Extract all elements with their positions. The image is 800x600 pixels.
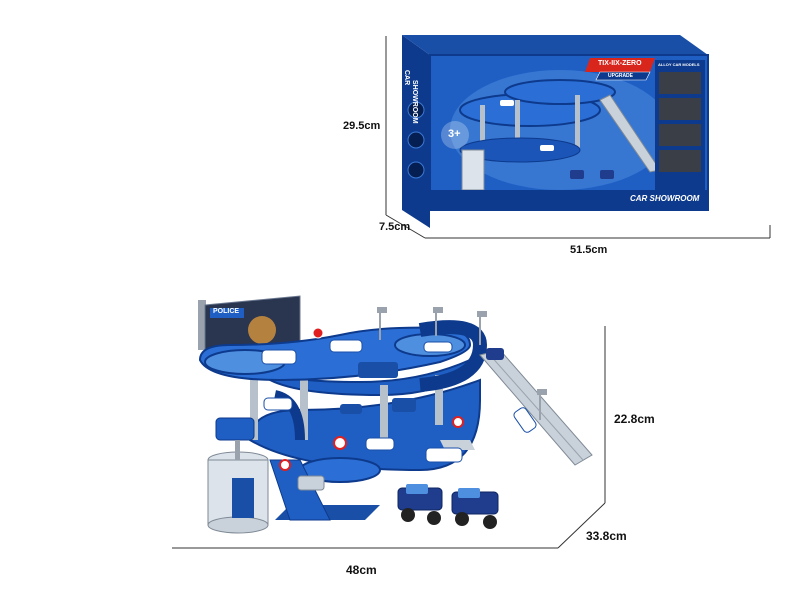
- playset-height-label: 22.8cm: [614, 412, 655, 426]
- playset-width-label: 48cm: [346, 563, 377, 577]
- box-model-strip: [655, 60, 705, 190]
- box-model-label: ALLOY CAR MODELS: [658, 62, 700, 67]
- box-side-line2: SHOWROOM: [411, 80, 418, 124]
- toy-jeep-left: [397, 484, 443, 525]
- box-garage-art: [459, 79, 661, 191]
- box-logo: [585, 58, 655, 81]
- box-side-line1: CAR: [403, 70, 410, 86]
- police-sign-label: POLICE: [213, 308, 240, 315]
- lamp-posts: [377, 307, 547, 420]
- police-sign-board: [198, 295, 301, 351]
- spiral-ramp: [418, 320, 488, 392]
- box-width-label: 51.5cm: [570, 244, 608, 256]
- box-top: [402, 35, 708, 55]
- box-age-label: 3+: [448, 128, 461, 140]
- elevator-tower: [207, 417, 269, 534]
- playset-depth-label: 33.8cm: [586, 529, 627, 543]
- box-dimension-lines: [385, 36, 771, 239]
- traffic-signs: [279, 327, 464, 471]
- box-edition-label: UPGRADE: [608, 73, 634, 79]
- box-height-label: 29.5cm: [343, 120, 381, 132]
- box-depth-label: 7.5cm: [379, 221, 411, 233]
- playset-dimension-lines: [172, 326, 606, 549]
- box-bottom-band: [430, 190, 708, 210]
- toy-cars: [261, 339, 537, 491]
- age-badge: [441, 121, 469, 149]
- exit-ramp: [479, 349, 593, 466]
- toy-jeep-right: [451, 488, 499, 529]
- box-front-title: CAR SHOWROOM: [630, 194, 700, 203]
- box-side-wheels: [407, 101, 425, 179]
- box-brand-logo: TIX-IIX-ZERO: [598, 60, 642, 67]
